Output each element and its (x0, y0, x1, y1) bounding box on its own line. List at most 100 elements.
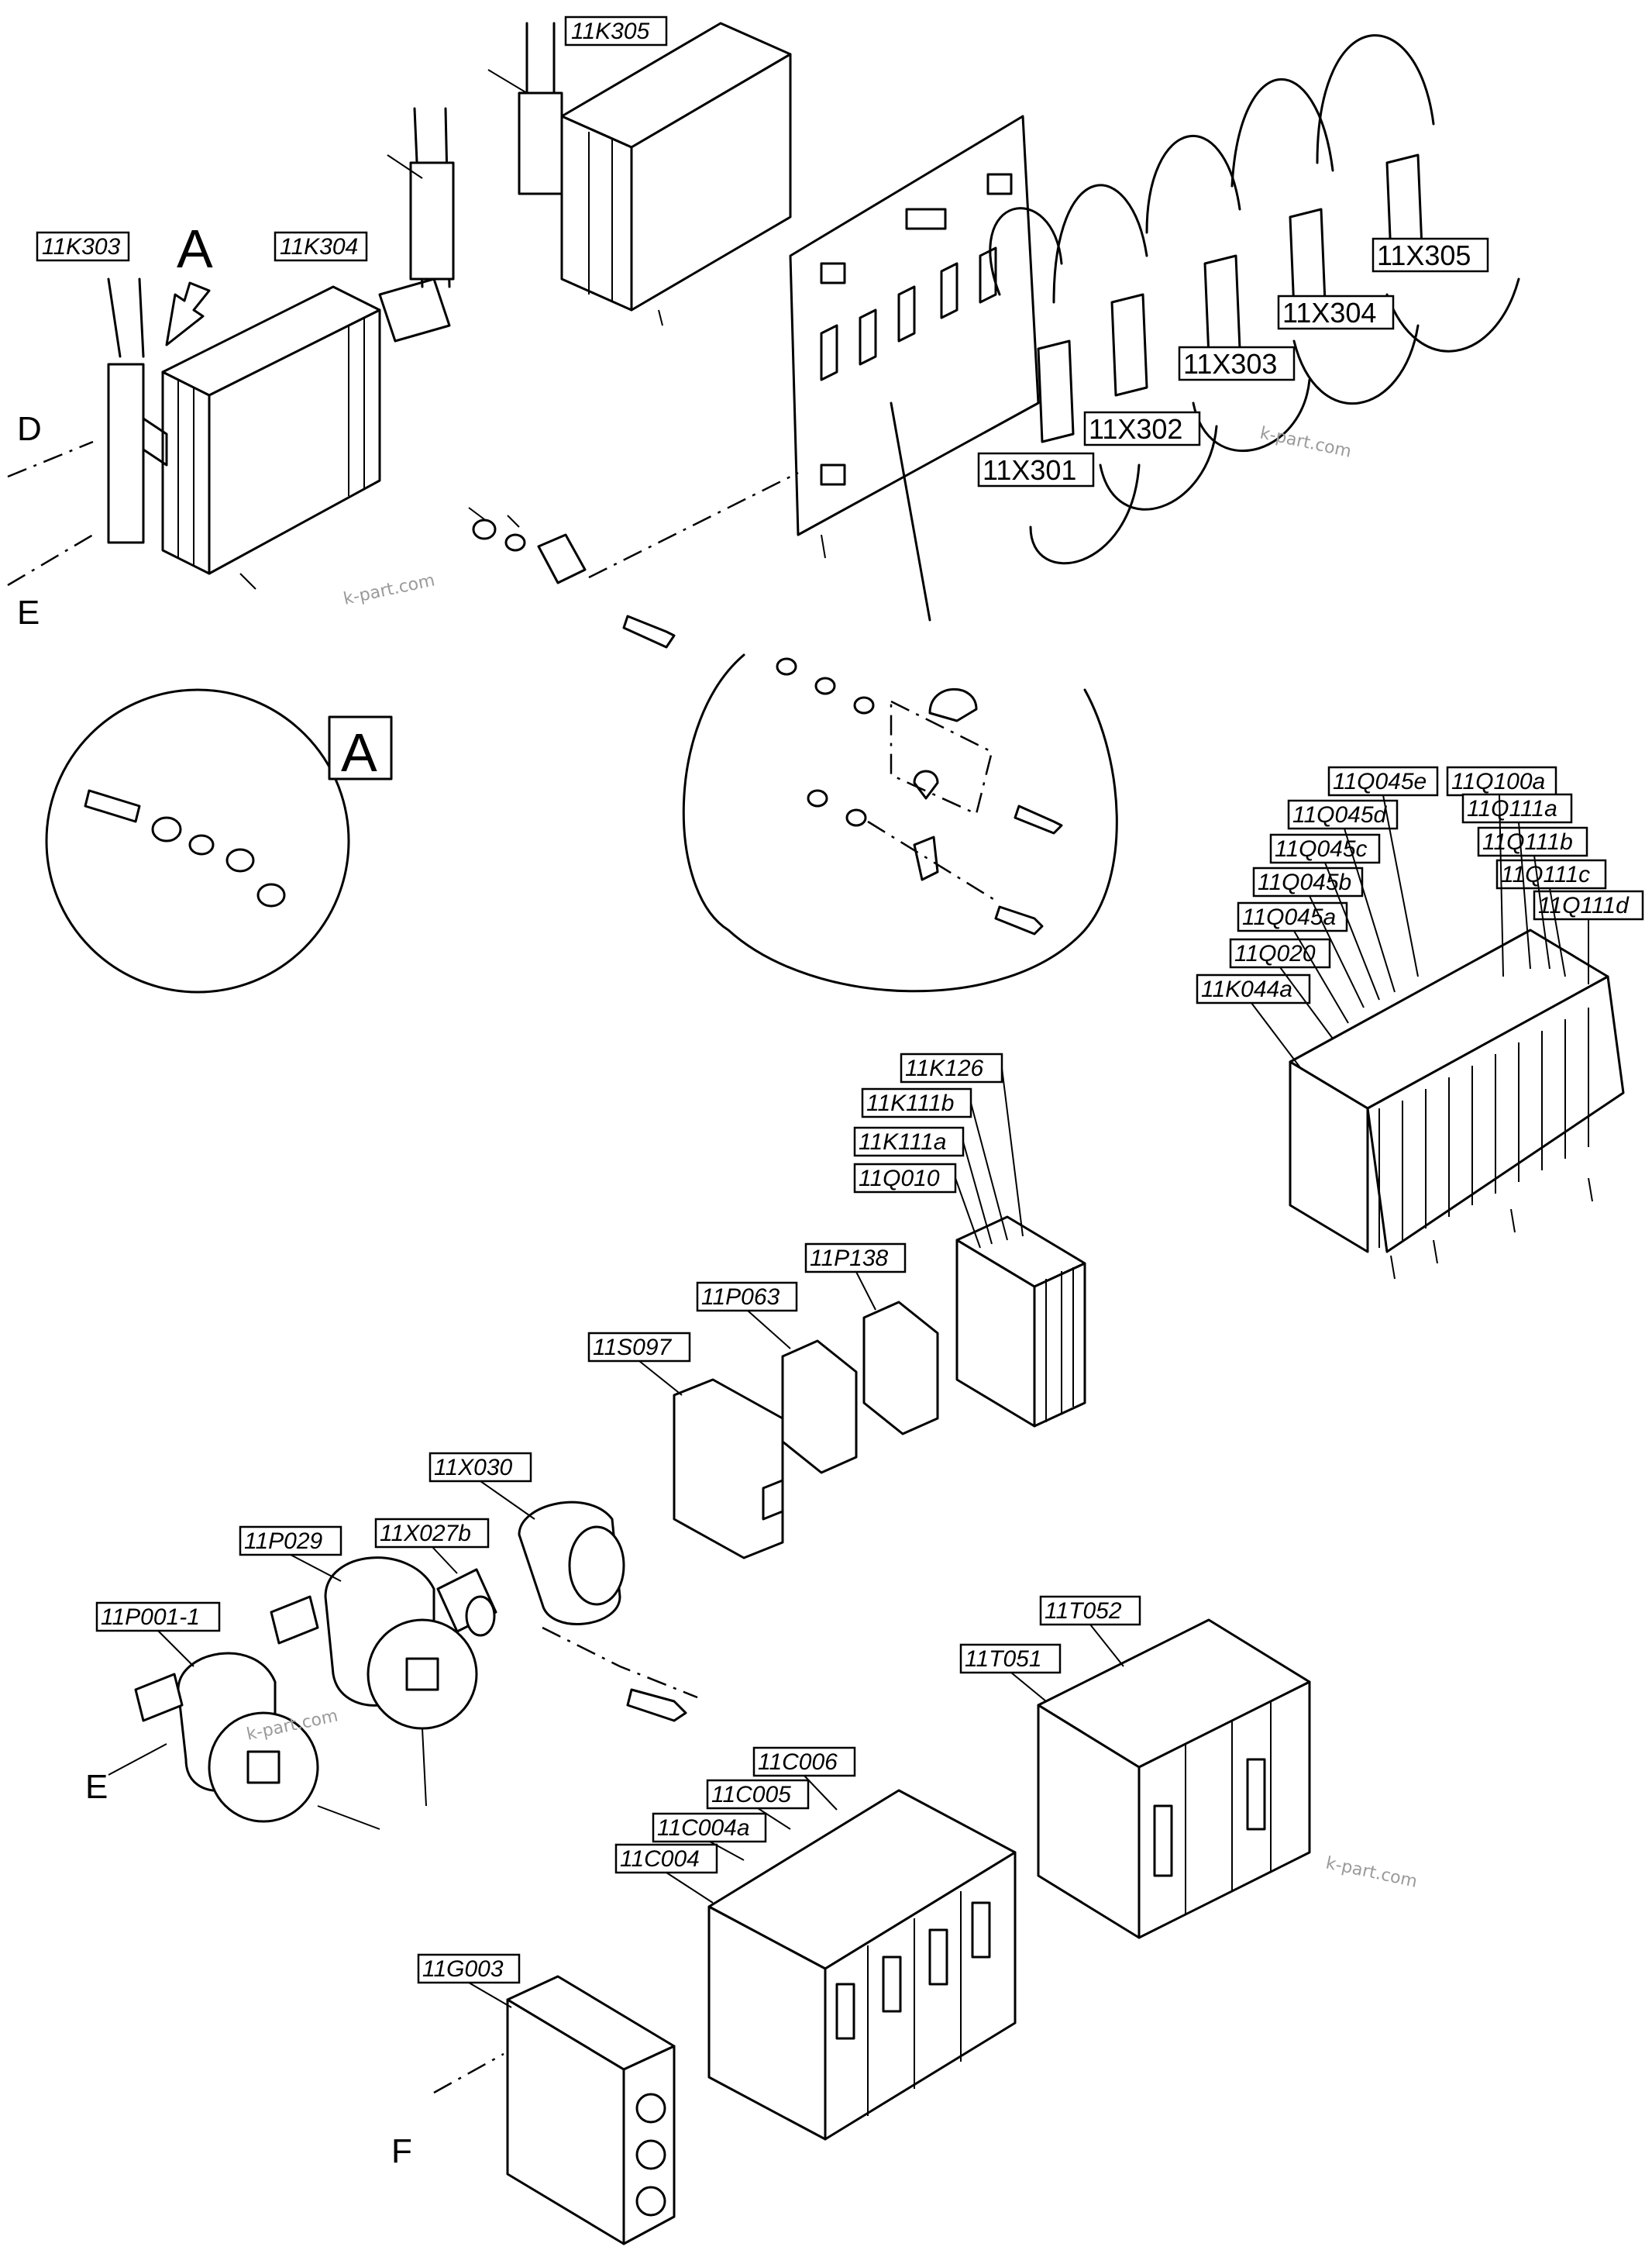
label-11T052: 11T052 (1039, 1595, 1141, 1626)
label-text: 11C004a (657, 1815, 750, 1841)
label-11S097: 11S097 (587, 1332, 691, 1363)
module-11K305 (487, 22, 792, 326)
label-11K044a: 11K044a (1196, 973, 1311, 1004)
switches-11P-11S (673, 1301, 939, 1559)
watermark-text: k-part.com (1324, 1853, 1419, 1891)
label-11K111b: 11K111b (861, 1087, 972, 1118)
detail-circle-plate (682, 653, 1118, 993)
label-text: 11Q111a (1467, 796, 1557, 822)
label-text: 11K304 (280, 234, 358, 260)
label-text: 11K305 (571, 19, 650, 44)
label-text: 11X304 (1282, 297, 1376, 329)
label-text: 11Q045b (1258, 870, 1351, 895)
label-11X027b: 11X027b (374, 1518, 490, 1549)
label-text: 11X030 (434, 1455, 513, 1480)
label-text: 11P138 (810, 1246, 889, 1271)
ref-line-d (7, 440, 94, 478)
label-text: 11P063 (701, 1284, 780, 1310)
label-text: 11Q045c (1275, 836, 1368, 862)
label-text: 11Q045d (1292, 802, 1388, 828)
label-11K111a: 11K111a (853, 1126, 965, 1157)
label-text: 11X305 (1377, 239, 1471, 271)
label-11X305: 11X305 (1372, 237, 1489, 273)
label-11Q111b: 11Q111b (1477, 826, 1588, 857)
label-11K304: 11K304 (274, 231, 368, 262)
transformers-11T (1037, 1618, 1311, 1939)
detail-a-letter: A (341, 722, 377, 783)
label-11C004: 11C004 (614, 1843, 718, 1874)
label-text: 11X303 (1183, 348, 1277, 380)
label-11Q045e: 11Q045e (1327, 766, 1439, 797)
ref-letter-e-top: E (17, 594, 40, 632)
gauges-11P029-11P001 (108, 1501, 698, 1830)
label-11Q111c: 11Q111c (1495, 859, 1607, 890)
label-text: 11X301 (983, 454, 1076, 486)
label-text: 11K126 (905, 1056, 984, 1081)
label-11C005: 11C005 (706, 1779, 810, 1810)
label-text: 11Q010 (859, 1166, 940, 1191)
label-text: 11Q111b (1482, 829, 1573, 855)
watermark-text: k-part.com (342, 571, 436, 609)
detail-circle-a: A (45, 688, 393, 994)
label-11P138: 11P138 (804, 1242, 907, 1273)
relays-11Q010-11K126 (955, 1215, 1086, 1428)
label-11P029: 11P029 (239, 1525, 342, 1556)
ref-letter-f: F (391, 2132, 412, 2170)
label-text: 11C004 (620, 1846, 700, 1872)
label-11Q111a: 11Q111a (1461, 793, 1573, 824)
label-text: 11Q111c (1501, 862, 1590, 887)
label-11K303: 11K303 (36, 231, 130, 262)
label-11G003: 11G003 (417, 1953, 521, 1984)
mounting-plate (789, 115, 1040, 622)
module-11K304 (378, 107, 455, 343)
label-11X030: 11X030 (428, 1452, 532, 1483)
label-text: 11K044a (1201, 977, 1292, 1002)
label-text: 11K111b (866, 1091, 954, 1116)
label-11X301: 11X301 (977, 452, 1095, 488)
label-11K305: 11K305 (564, 16, 668, 47)
view-arrow-icon (165, 281, 211, 346)
label-text: 11X302 (1089, 413, 1182, 445)
label-text: 11K111a (859, 1129, 946, 1155)
label-11T051: 11T051 (959, 1643, 1062, 1674)
label-11K126: 11K126 (900, 1053, 1003, 1084)
ref-letter-e-mid: E (85, 1768, 108, 1806)
relay-bank-11Q (1289, 929, 1625, 1280)
label-text: 11S097 (593, 1335, 673, 1360)
label-text: 11X027b (380, 1521, 471, 1546)
ref-line-e (7, 533, 94, 587)
label-11C006: 11C006 (752, 1746, 856, 1777)
label-text: 11C005 (711, 1782, 791, 1807)
leader-lines (157, 794, 1589, 2008)
label-text: 11G003 (422, 1956, 504, 1982)
label-11X302: 11X302 (1083, 411, 1201, 446)
label-11P001-1: 11P001-1 (95, 1601, 221, 1632)
label-11P063: 11P063 (696, 1281, 798, 1312)
view-arrow-letter: A (177, 219, 213, 279)
label-text: 11Q020 (1234, 941, 1316, 967)
label-11Q100a: 11Q100a (1446, 766, 1557, 797)
watermark-text: k-part.com (1258, 423, 1353, 461)
label-11Q045b: 11Q045b (1252, 867, 1364, 898)
connectors-11X301-305 (989, 34, 1520, 565)
label-text: 11T051 (965, 1646, 1042, 1672)
label-11C004a: 11C004a (652, 1812, 767, 1843)
module-11K303 (107, 277, 381, 590)
label-text: 11P029 (244, 1528, 323, 1554)
label-11Q010: 11Q010 (853, 1163, 957, 1194)
ref-letter-d: D (17, 410, 42, 448)
label-text: 11K303 (42, 234, 121, 260)
box-11G003 (433, 1975, 676, 2245)
label-11X304: 11X304 (1277, 295, 1395, 330)
plate-hardware (468, 471, 799, 649)
label-11X303: 11X303 (1178, 346, 1296, 381)
label-text: 11Q045e (1333, 769, 1427, 794)
label-text: 11C006 (758, 1749, 838, 1775)
label-11Q020: 11Q020 (1229, 938, 1331, 969)
label-11Q045a: 11Q045a (1237, 901, 1348, 932)
converters-11C (707, 1789, 1017, 2141)
label-text: 11Q045a (1242, 905, 1336, 930)
label-text: 11Q100a (1451, 769, 1545, 794)
label-text: 11T052 (1045, 1598, 1122, 1624)
